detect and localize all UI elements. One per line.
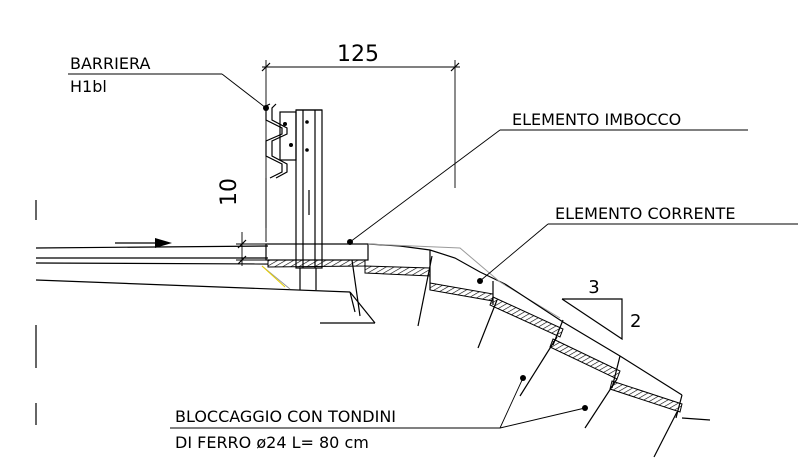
anchoring-rods [299,255,678,458]
bloccaggio-line2-label: DI FERRO ø24 L= 80 cm [175,433,369,452]
elemento-corrente-label: ELEMENTO CORRENTE [555,204,735,223]
dimension-width-label: 125 [337,42,379,67]
terminal-elements [265,243,711,421]
dimension-width: 125 [261,42,460,228]
barrier-guardrail [263,103,323,269]
bloccaggio-callout: BLOCCAGGIO CON TONDINI DI FERRO ø24 L= 8… [170,375,588,452]
slope-rise-label: 2 [630,311,641,332]
imbocco-callout: ELEMENTO IMBOCCO [347,110,748,245]
barrier-name-label: BARRIERA [70,54,150,73]
road-platform [35,245,376,324]
dimension-height-label: 10 [217,178,242,206]
elemento-imbocco-label: ELEMENTO IMBOCCO [512,110,681,129]
traffic-direction-arrow [115,238,172,248]
dimension-height: 10 [217,178,266,266]
corrente-callout: ELEMENTO CORRENTE [477,204,798,284]
barrier-callout: BARRIERA H1bl [68,54,267,109]
bloccaggio-line1-label: BLOCCAGGIO CON TONDINI [175,407,396,426]
slope-run-label: 3 [588,277,599,298]
barrier-class-label: H1bl [70,77,107,96]
slope-indicator: 3 2 [561,277,641,341]
